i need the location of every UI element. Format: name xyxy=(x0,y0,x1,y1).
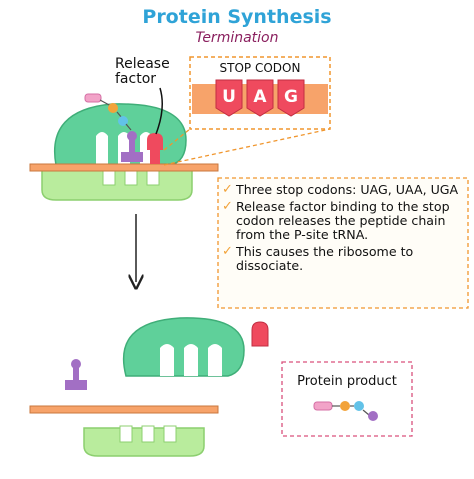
release-factor-released xyxy=(251,321,269,347)
codon-letter-a: A xyxy=(253,87,267,107)
info-point-3-text: This causes the ribosome to dissociate. xyxy=(236,244,414,273)
codon-a-tab xyxy=(246,79,274,117)
small-subunit-top xyxy=(41,167,193,201)
codon-letter-u: U xyxy=(222,87,236,107)
check-icon: ✓ xyxy=(222,199,233,214)
info-box-frame xyxy=(217,177,469,309)
codon-u-tab xyxy=(215,79,243,117)
peptide-chain-top xyxy=(84,93,132,131)
info-point-1-text: Three stop codons: UAG, UAA, UGA xyxy=(236,182,459,197)
check-icon: ✓ xyxy=(222,244,233,259)
large-subunit-top xyxy=(54,103,187,166)
release-factor-label: Release factor xyxy=(115,56,170,87)
release-factor-top xyxy=(147,133,163,164)
check-icon: ✓ xyxy=(222,182,233,197)
protein-product-box xyxy=(281,361,413,437)
mrna-strand-bottom xyxy=(29,405,219,414)
page-subtitle: Termination xyxy=(195,30,279,46)
codon-letter-g: G xyxy=(284,87,298,107)
trna-released xyxy=(65,359,87,390)
info-point-2-text: Release factor binding to the stop codon… xyxy=(236,199,450,242)
codon-g-tab xyxy=(277,79,305,117)
info-point-2: ✓ Release factor binding to the stop cod… xyxy=(222,200,466,242)
info-box: ✓ Three stop codons: UAG, UAA, UGA ✓ Rel… xyxy=(222,183,466,276)
trna-p-site-top xyxy=(121,131,143,162)
mrna-strand-top xyxy=(29,163,219,172)
release-factor-pointer xyxy=(155,87,163,135)
stop-codon-zoom-box: U A G STOP CODON xyxy=(163,56,331,166)
zoom-box-title: STOP CODON xyxy=(220,61,301,75)
protein-product-chain xyxy=(313,401,378,421)
small-subunit-bottom xyxy=(83,425,205,457)
large-subunit-bottom xyxy=(122,317,245,377)
info-point-3: ✓ This causes the ribosome to dissociate… xyxy=(222,245,466,273)
page-title: Protein Synthesis xyxy=(142,6,332,28)
protein-product-label: Protein product xyxy=(297,374,397,389)
info-point-1: ✓ Three stop codons: UAG, UAA, UGA xyxy=(222,183,466,197)
